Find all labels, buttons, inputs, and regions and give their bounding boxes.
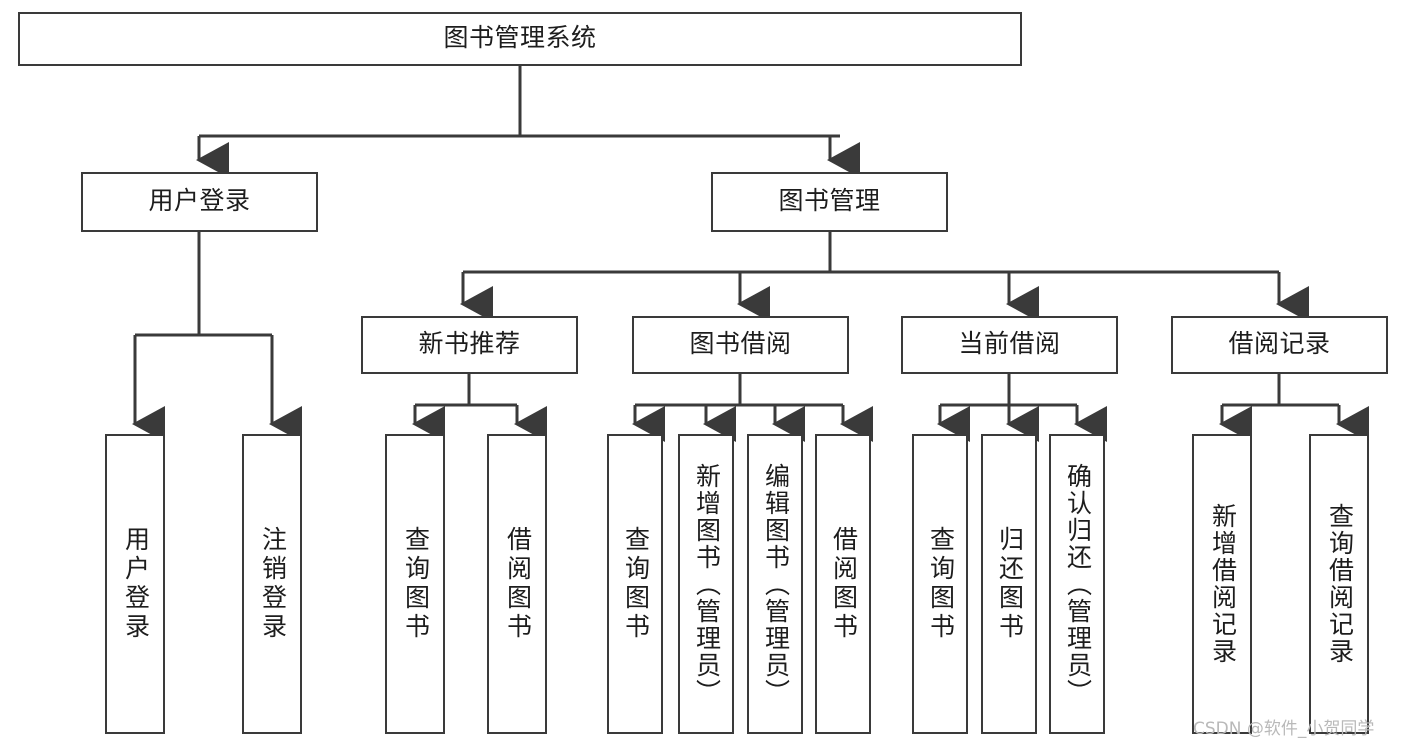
node-label: 借阅记录	[1228, 330, 1331, 359]
node-label: 查询图书	[401, 526, 430, 642]
leaf-add-book-admin[interactable]: 新增图书（管理员）	[678, 434, 734, 734]
node-label: 图书管理	[778, 187, 881, 216]
node-user-login[interactable]: 用户登录	[81, 172, 318, 232]
node-label: 注销登录	[258, 526, 287, 642]
node-label: 图书管理系统	[443, 24, 597, 53]
node-label: 确认归还（管理员）	[1063, 462, 1092, 706]
node-book-management-system[interactable]: 图书管理系统	[18, 12, 1022, 66]
node-label: 借阅图书	[829, 526, 858, 642]
leaf-query-book-borrow[interactable]: 查询图书	[607, 434, 663, 734]
leaf-edit-book-admin[interactable]: 编辑图书（管理员）	[747, 434, 803, 734]
leaf-confirm-return-admin[interactable]: 确认归还（管理员）	[1049, 434, 1105, 734]
node-book-borrow[interactable]: 图书借阅	[632, 316, 849, 374]
leaf-query-book-recommend[interactable]: 查询图书	[385, 434, 445, 734]
node-label: 查询借阅记录	[1325, 503, 1354, 665]
node-label: 当前借阅	[958, 330, 1061, 359]
node-new-book-recommend[interactable]: 新书推荐	[361, 316, 578, 374]
node-label: 归还图书	[995, 526, 1024, 642]
node-label: 新增借阅记录	[1208, 503, 1237, 665]
node-borrow-record[interactable]: 借阅记录	[1171, 316, 1388, 374]
node-label: 新增图书（管理员）	[692, 462, 721, 706]
node-label: 查询图书	[621, 526, 650, 642]
csdn-watermark: CSDN @软件_小贺同学	[1193, 719, 1375, 739]
node-label: 用户登录	[148, 187, 251, 216]
node-label: 借阅图书	[503, 526, 532, 642]
leaf-borrow-book[interactable]: 借阅图书	[815, 434, 871, 734]
node-label: 查询图书	[926, 526, 955, 642]
leaf-query-borrow-record[interactable]: 查询借阅记录	[1309, 434, 1369, 734]
leaf-query-book-current[interactable]: 查询图书	[912, 434, 968, 734]
node-label: 编辑图书（管理员）	[761, 462, 790, 706]
leaf-borrow-book-recommend[interactable]: 借阅图书	[487, 434, 547, 734]
node-book-management[interactable]: 图书管理	[711, 172, 948, 232]
leaf-add-borrow-record[interactable]: 新增借阅记录	[1192, 434, 1252, 734]
leaf-user-login[interactable]: 用户登录	[105, 434, 165, 734]
node-label: 图书借阅	[689, 330, 792, 359]
node-current-borrow[interactable]: 当前借阅	[901, 316, 1118, 374]
node-label: 用户登录	[121, 526, 150, 642]
node-label: 新书推荐	[418, 330, 521, 359]
leaf-logout-login[interactable]: 注销登录	[242, 434, 302, 734]
leaf-return-book[interactable]: 归还图书	[981, 434, 1037, 734]
